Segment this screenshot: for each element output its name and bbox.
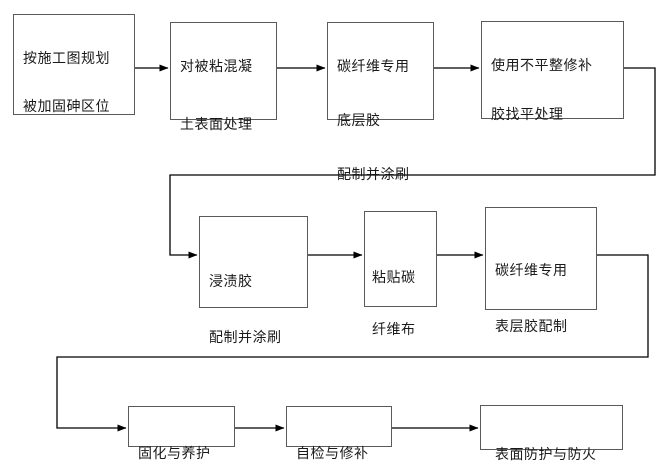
node-text-line: 配制并涂刷 [209,330,282,346]
node-text-line: 表面防护与防火 [495,447,597,463]
node-text-line: 浸渍胶 [209,274,253,290]
node-text-line: 按施工图规划 [23,51,110,67]
node-text-line: 纤维布 [372,322,416,338]
node-text-line: 固化与养护 [138,446,211,462]
process-node-plan-area[interactable]: 按施工图规划 被加固砷区位 [13,14,135,115]
node-text-line: 自检与修补 [296,446,369,462]
process-node-surface-treatment[interactable]: 对被粘混凝 土表面处理 [170,22,277,132]
process-node-paste-fiber-cloth[interactable]: 粘贴碳 纤维布 [364,211,437,337]
node-text-line: 对被粘混凝 [180,59,253,75]
node-text-line: 碳纤维专用 [337,59,410,75]
node-text-line: 胶找平处理 [491,107,564,123]
node-text-line: 被加固砷区位 [23,99,110,115]
process-node-self-inspection-repair[interactable]: 自检与修补 [286,406,392,461]
process-node-leveling-repair[interactable]: 使用不平整修补 胶找平处理 [481,21,624,123]
node-text-line: 配制并涂刷 [337,167,410,183]
node-text-line: 碳纤维专用 [495,263,568,279]
process-node-curing-maintenance[interactable]: 固化与养护 [128,406,235,461]
process-node-impregnating-glue[interactable]: 浸渍胶 配制并涂刷 [199,216,308,345]
node-text-line: 表层胶配制 [495,319,568,335]
node-text-line: 使用不平整修补 [491,58,593,74]
process-node-surface-protection-fireproof[interactable]: 表面防护与防火 [480,405,623,462]
node-text-line: 土表面处理 [180,117,253,133]
node-text-line: 粘贴碳 [372,270,416,286]
node-text-line: 底层胶 [337,113,381,129]
process-node-topcoat-glue[interactable]: 碳纤维专用 表层胶配制 [485,207,597,334]
process-node-primer-glue[interactable]: 碳纤维专用 底层胶 配制并涂刷 [327,22,434,182]
